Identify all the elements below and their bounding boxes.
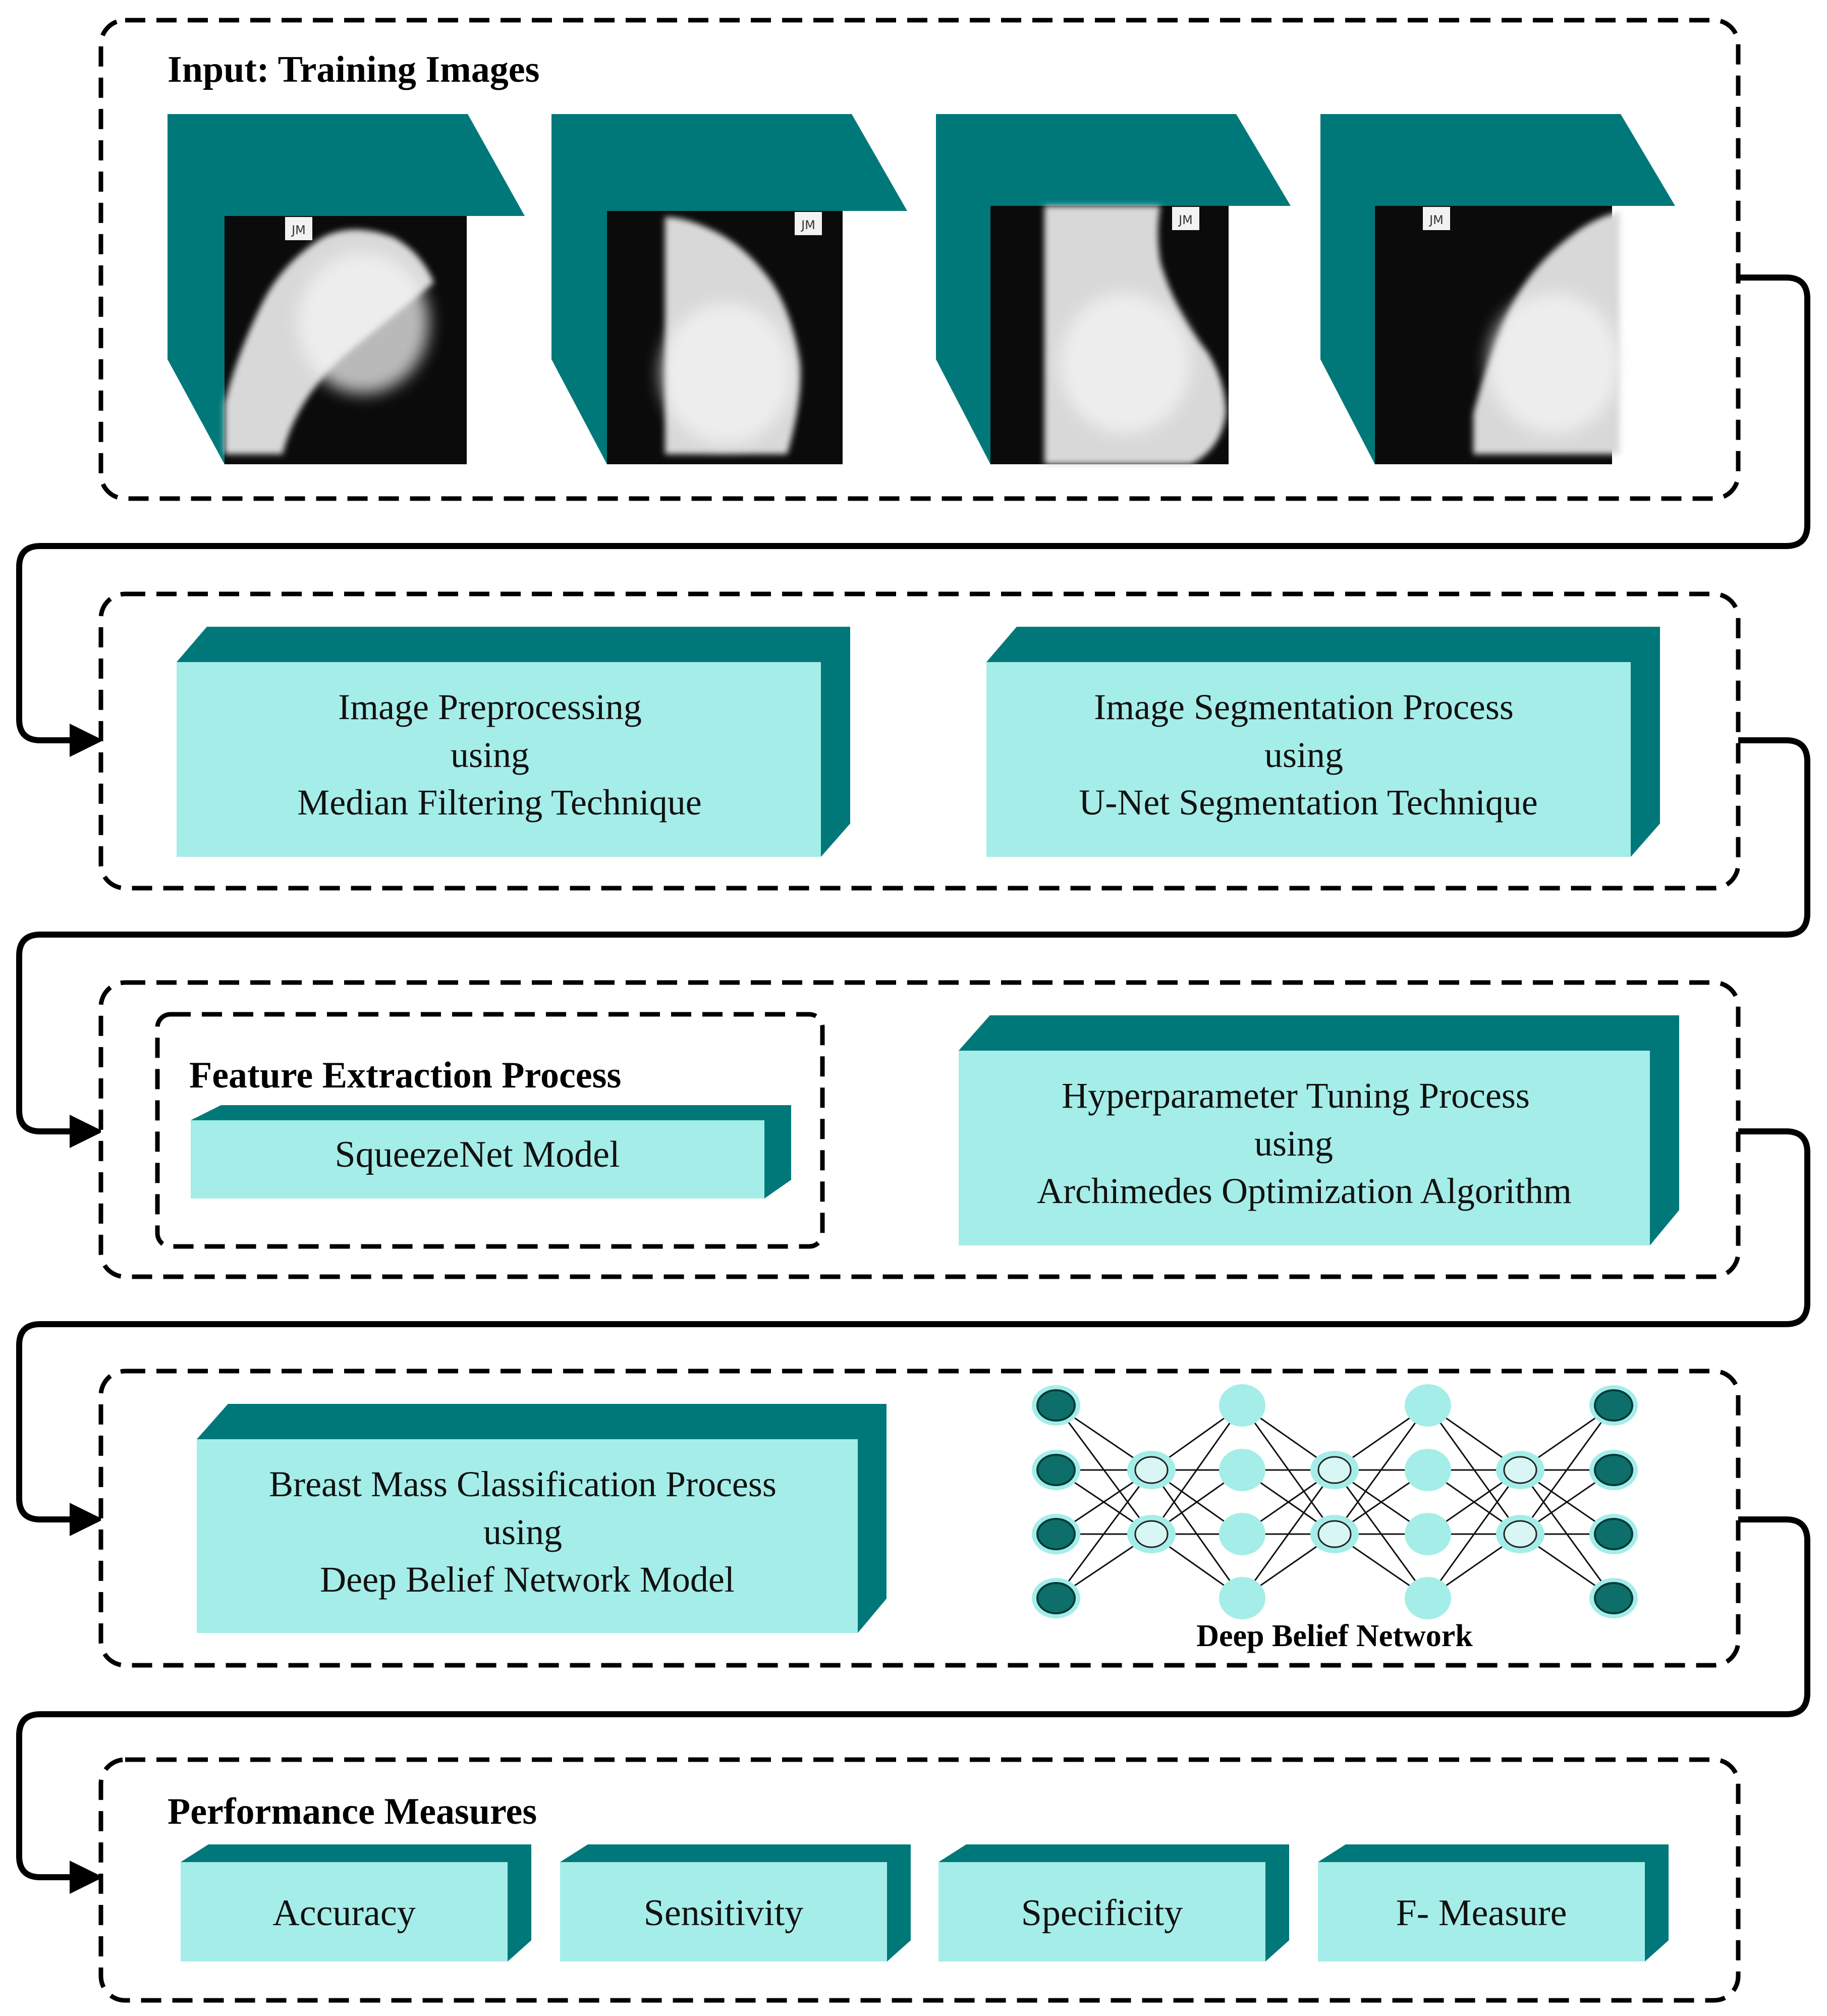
dbn-edge — [1519, 1405, 1615, 1535]
svg-text:JM: JM — [1428, 213, 1444, 227]
dbn-edge — [1427, 1469, 1521, 1599]
dbn-node-core — [1503, 1520, 1537, 1548]
dbn-node-core — [1594, 1389, 1633, 1422]
measure-box-sensitivity: Sensitivity — [560, 1844, 911, 1961]
image-marker-icon: JM — [1172, 207, 1199, 230]
preprocessing-line-1: Image Preprocessing — [338, 687, 642, 727]
dbn-layer-1 — [1032, 1385, 1080, 1618]
dbn-layer-7 — [1589, 1385, 1638, 1618]
tuning-line-2: using — [1254, 1123, 1333, 1164]
training-image-3: JM — [936, 114, 1291, 464]
preprocessing-line-3: Median Filtering Technique — [297, 782, 701, 823]
dbn-layer-6 — [1496, 1451, 1544, 1553]
dbn-node-core — [1134, 1456, 1169, 1484]
arrowhead-preprocess-in — [70, 724, 103, 757]
dbn-node — [1405, 1577, 1451, 1619]
arrowhead-feature-in — [70, 1115, 103, 1148]
measure-label: F- Measure — [1396, 1892, 1567, 1934]
segmentation-line-1: Image Segmentation Process — [1094, 687, 1514, 727]
image-marker-icon: JM — [1423, 207, 1450, 230]
segmentation-line-2: using — [1264, 735, 1343, 775]
connector-input-to-preprocess — [16, 275, 1810, 743]
squeezenet-label: SqueezeNet Model — [335, 1134, 620, 1175]
dbn-node-core — [1317, 1456, 1352, 1484]
image-marker-icon: JM — [285, 217, 312, 240]
svg-text:JM: JM — [291, 223, 306, 237]
image-marker-icon: JM — [795, 212, 822, 235]
dbn-edge — [1150, 1405, 1243, 1535]
squeezenet-box: SqueezeNet Model — [191, 1105, 791, 1198]
dbn-node — [1219, 1449, 1265, 1491]
dbn-node-core — [1036, 1518, 1076, 1550]
measure-label: Accuracy — [272, 1892, 415, 1934]
deep-belief-network-label: Deep Belief Network — [1196, 1619, 1473, 1653]
measure-label: Specificity — [1021, 1892, 1183, 1934]
preprocessing-box: Image Preprocessing using Median Filteri… — [177, 627, 850, 857]
dbn-edge — [1334, 1405, 1429, 1535]
dbn-node-core — [1036, 1582, 1076, 1614]
classification-box: Breast Mass Classification Process using… — [197, 1404, 887, 1633]
arrowhead-performance-in — [70, 1861, 103, 1894]
segmentation-box: Image Segmentation Process using U-Net S… — [986, 627, 1660, 857]
svg-text:Hyperparameter Tuning Process: Hyperparameter Tuning Process using Arch… — [1037, 1075, 1572, 1211]
dbn-edge — [1241, 1469, 1336, 1599]
dbn-node-core — [1594, 1582, 1633, 1614]
arrowhead-classification-in — [70, 1503, 103, 1536]
preprocessing-line-2: using — [451, 735, 529, 775]
svg-text:Breast Mass Classification Pro: Breast Mass Classification Process using… — [269, 1464, 786, 1600]
dbn-layer-5 — [1405, 1384, 1451, 1619]
measure-box-specificity: Specificity — [938, 1844, 1289, 1961]
training-image-row: JM JM JM JM — [168, 114, 1675, 464]
dbn-node — [1405, 1384, 1451, 1427]
classification-line-2: using — [483, 1512, 562, 1552]
dbn-node-core — [1503, 1456, 1537, 1484]
tuning-line-3: Archimedes Optimization Algorithm — [1037, 1171, 1572, 1211]
hyperparameter-tuning-box: Hyperparameter Tuning Process using Arch… — [959, 1015, 1679, 1245]
measure-label: Sensitivity — [644, 1892, 804, 1934]
dbn-node-core — [1594, 1518, 1633, 1550]
training-image-1: JM — [168, 114, 525, 464]
dbn-node-core — [1036, 1454, 1076, 1486]
input-title: Input: Training Images — [168, 49, 539, 90]
deep-belief-network-graphic — [1032, 1384, 1638, 1619]
tuning-line-1: Hyperparameter Tuning Process — [1062, 1075, 1530, 1116]
svg-text:Image Segmentation Process: Image Segmentation Process using U-Net S… — [1079, 687, 1537, 823]
dbn-layer-4 — [1310, 1451, 1359, 1553]
dbn-node-core — [1594, 1454, 1633, 1486]
feature-extraction-title: Feature Extraction Process — [189, 1055, 621, 1096]
measure-box-accuracy: Accuracy — [181, 1844, 531, 1961]
connector-classification-to-performance — [16, 1516, 1810, 1880]
classification-line-3: Deep Belief Network Model — [320, 1559, 735, 1600]
svg-text:Image Preprocessing usin: Image Preprocessing using Median Filteri… — [297, 687, 701, 823]
classification-line-1: Breast Mass Classification Process — [269, 1464, 777, 1504]
flow-arrowheads — [70, 724, 986, 1894]
segmentation-line-3: U-Net Segmentation Technique — [1079, 782, 1537, 823]
dbn-node-core — [1134, 1520, 1169, 1548]
measure-box-f-measure: F- Measure — [1318, 1844, 1669, 1961]
dbn-node-core — [1036, 1389, 1076, 1422]
dbn-node — [1219, 1513, 1265, 1555]
dbn-layer-2 — [1127, 1451, 1176, 1553]
dbn-node — [1405, 1449, 1451, 1491]
dbn-node — [1405, 1513, 1451, 1555]
svg-text:JM: JM — [800, 218, 815, 232]
dbn-node — [1219, 1384, 1265, 1427]
connector-feature-to-classification — [16, 1128, 1810, 1522]
svg-text:JM: JM — [1178, 213, 1193, 227]
dbn-edge — [1055, 1469, 1152, 1599]
dbn-layer-3 — [1219, 1384, 1265, 1619]
dbn-node — [1219, 1577, 1265, 1619]
training-image-2: JM — [551, 114, 907, 464]
training-image-4: JM — [1320, 114, 1675, 464]
connector-preprocess-to-feature — [16, 737, 1810, 1134]
performance-title: Performance Measures — [168, 1791, 537, 1832]
dbn-node-core — [1317, 1520, 1352, 1548]
performance-measures-row: Accuracy Sensitivity Specificity F- Measure — [181, 1844, 1669, 1961]
